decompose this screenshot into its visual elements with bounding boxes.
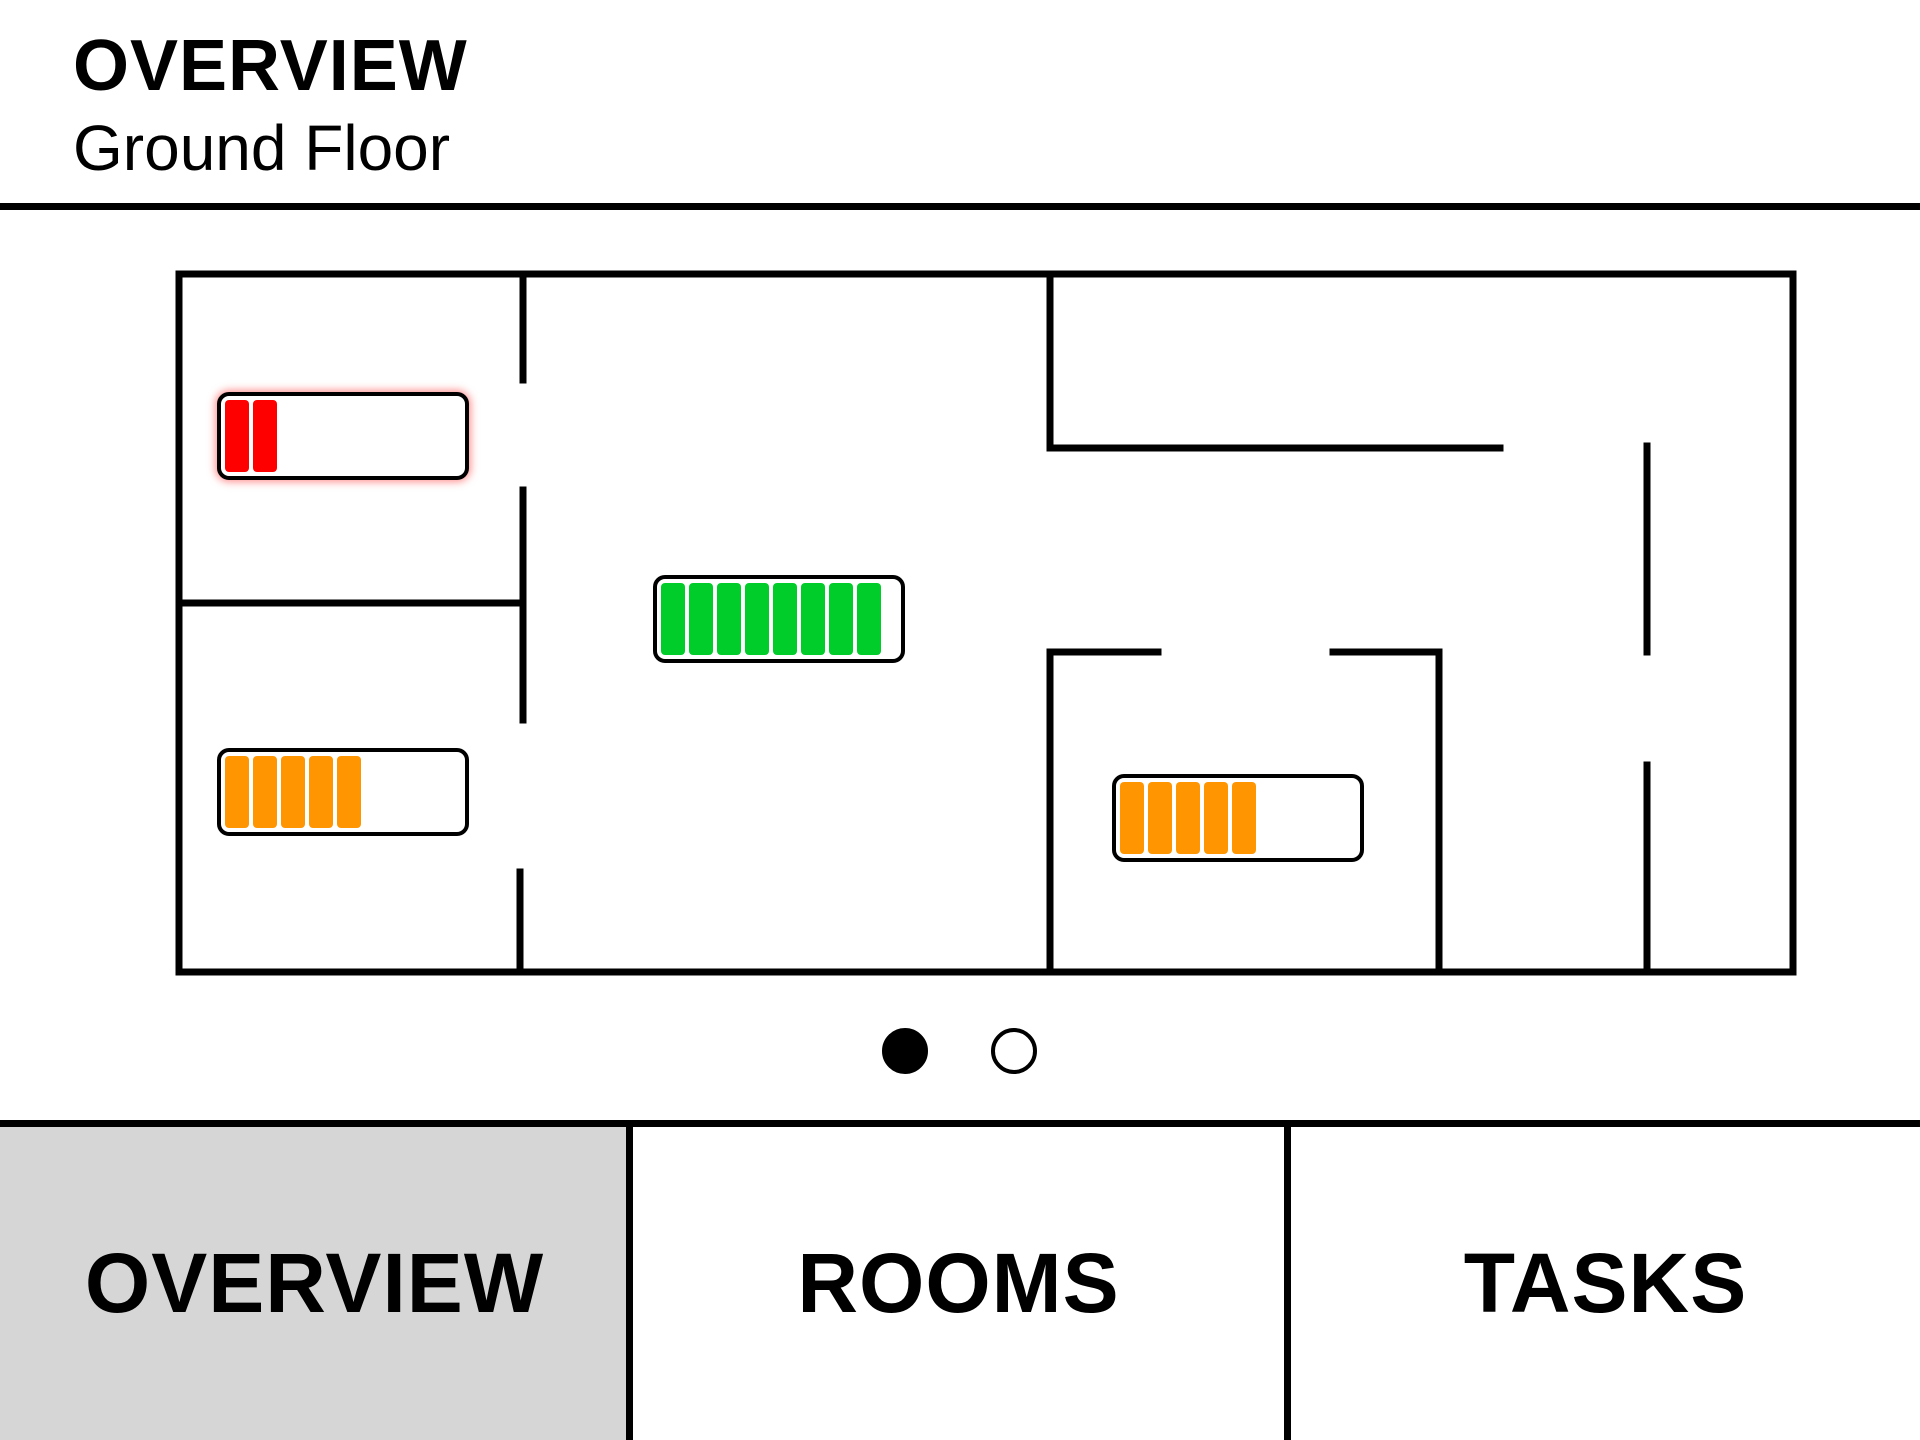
battery-cell	[661, 583, 685, 655]
tab-overview[interactable]: OVERVIEW	[0, 1127, 629, 1440]
tab-tasks[interactable]: TASKS	[1463, 1236, 1748, 1330]
battery-cell	[801, 583, 825, 655]
battery-cell	[829, 583, 853, 655]
battery-cell	[1120, 782, 1144, 854]
battery-indicator-room-top-left[interactable]	[217, 392, 469, 480]
floor-plan	[0, 210, 1920, 1030]
page-indicator	[0, 1028, 1920, 1074]
outer-wall	[175, 270, 1797, 976]
battery-cell	[225, 400, 249, 472]
bottom-tab-bar: OVERVIEW ROOMS TASKS	[0, 1120, 1920, 1440]
battery-cell	[253, 400, 277, 472]
battery-cell	[1148, 782, 1172, 854]
page-dot-1[interactable]	[882, 1028, 928, 1074]
battery-cell	[857, 583, 881, 655]
battery-cell	[225, 756, 249, 828]
battery-cell	[745, 583, 769, 655]
tab-divider	[1284, 1127, 1291, 1440]
floor-plan-walls	[175, 270, 1797, 976]
battery-cell	[1176, 782, 1200, 854]
battery-cell	[309, 756, 333, 828]
battery-cell	[1204, 782, 1228, 854]
battery-indicator-room-center-left[interactable]	[653, 575, 905, 663]
tab-divider	[626, 1127, 633, 1440]
page-title: OVERVIEW	[73, 26, 468, 106]
tab-rooms[interactable]: ROOMS	[797, 1236, 1120, 1330]
battery-cell	[773, 583, 797, 655]
battery-cell	[253, 756, 277, 828]
battery-cell	[689, 583, 713, 655]
battery-indicator-room-bottom-left[interactable]	[217, 748, 469, 836]
battery-cell	[281, 756, 305, 828]
page-dot-2[interactable]	[991, 1028, 1037, 1074]
battery-cell	[337, 756, 361, 828]
app-header: OVERVIEW Ground Floor	[0, 0, 1920, 210]
battery-indicator-room-bottom-right[interactable]	[1112, 774, 1364, 862]
battery-cell	[1232, 782, 1256, 854]
floor-subtitle: Ground Floor	[73, 112, 451, 184]
battery-cell	[717, 583, 741, 655]
